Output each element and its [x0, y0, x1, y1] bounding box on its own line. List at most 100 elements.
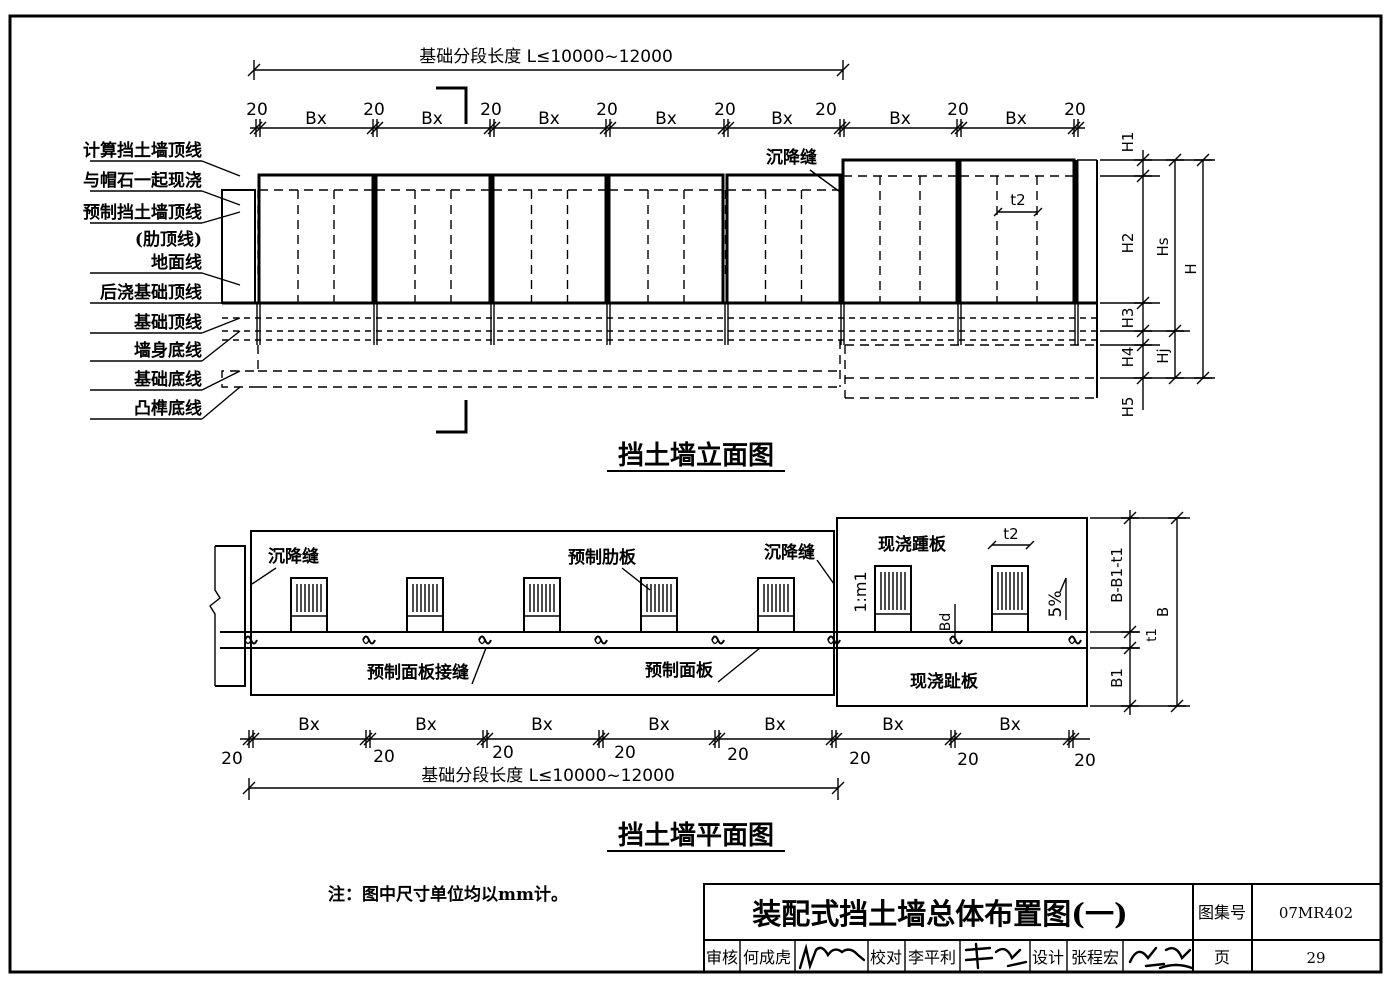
elevation-title: 挡土墙立面图 — [618, 440, 774, 471]
signature-review — [798, 943, 866, 971]
plan-gap-label: 20 — [492, 743, 514, 763]
elevation-right-dimensions: H1 H2 H3 H4 H5 Hs Hj H — [1100, 132, 1215, 418]
dim-t1: t1 — [1145, 628, 1160, 641]
plan-panel-label: Bx — [648, 715, 670, 735]
elevation-panel — [491, 173, 608, 305]
plan-right-dimensions: B-B1-t1 t1 B1 B — [1090, 510, 1190, 715]
elevation-callout-label: 与帽石一起现浇 — [83, 170, 202, 191]
elevation-panel-label: Bx — [655, 109, 677, 129]
dim-b-b1-t1: B-B1-t1 — [1108, 547, 1126, 603]
dim-b1: B1 — [1108, 668, 1126, 688]
elevation-callout-label: 凸榫底线 — [134, 398, 202, 419]
dim-hj: Hj — [1154, 348, 1172, 363]
plan-panel-label: Bx — [882, 715, 904, 735]
elevation-t2-label: t2 — [1010, 191, 1025, 209]
plan-gap-label: 20 — [1074, 751, 1096, 771]
plan-cast-toe-label: 现浇趾板 — [910, 671, 979, 692]
title-block-title: 装配式挡土墙总体布置图(一) — [752, 897, 1127, 931]
plan-gap-label: 20 — [957, 750, 979, 770]
plan-gap-label: 20 — [614, 743, 636, 763]
plan-joint-label-right: 沉降缝 — [764, 542, 815, 563]
elevation-callout-label: (肋顶线) — [135, 229, 202, 250]
elevation-callout-label: 基础底线 — [133, 369, 202, 390]
elevation-gap-label: 20 — [480, 100, 502, 120]
elevation-panel — [958, 158, 1076, 305]
dim-h3: H3 — [1119, 308, 1137, 329]
dim-h4: H4 — [1119, 347, 1137, 368]
elevation-callout-label: 墙身底线 — [134, 340, 202, 361]
plan-gap-label: 20 — [373, 747, 395, 767]
dim-h5: H5 — [1119, 397, 1137, 418]
design-label: 设计 — [1032, 948, 1064, 967]
elevation-gap-label: 20 — [363, 100, 385, 120]
dim-b: B — [1154, 607, 1172, 617]
elevation-panel-label: Bx — [421, 109, 443, 129]
elevation-gap-label: 20 — [947, 100, 969, 120]
plan-view: 沉降缝 预制肋板 沉降缝 预制面板接缝 预制面板 现浇踵板 现浇趾板 t2 1:… — [209, 510, 1190, 852]
elevation-panel — [725, 173, 842, 305]
elevation-callout-label: 基础顶线 — [133, 312, 202, 333]
dim-h2: H2 — [1119, 233, 1137, 254]
review-name: 何成虎 — [743, 948, 791, 967]
plan-rib — [991, 565, 1029, 633]
plan-rib-label: 预制肋板 — [568, 547, 637, 568]
elevation-gap-label: 20 — [815, 100, 837, 120]
plan-gap-label: 20 — [849, 749, 871, 769]
elevation-panel-label: Bx — [538, 109, 560, 129]
plan-panel-label: Bx — [415, 715, 437, 735]
elevation-gap-label: 20 — [246, 100, 268, 120]
elevation-segment-length: 基础分段长度 L≤10000~12000 — [419, 47, 673, 67]
elevation-panel — [257, 173, 375, 305]
elevation-view: 基础分段长度 L≤10000~12000 20 20 20 20 20 20 20 20 Bx B… — [83, 47, 1215, 472]
dim-h: H — [1182, 263, 1200, 274]
elevation-panel — [607, 173, 725, 305]
page-label: 页 — [1214, 948, 1230, 967]
plan-bd-label: Bd — [938, 613, 954, 632]
signature-check — [964, 942, 1028, 970]
check-name: 李平利 — [908, 948, 956, 967]
dim-hs: Hs — [1154, 237, 1172, 256]
plan-panel-label: Bx — [999, 715, 1021, 735]
plan-rib — [874, 565, 912, 633]
sheet-border — [8, 14, 1383, 974]
plan-panel-joint-label: 预制面板接缝 — [367, 662, 469, 683]
page-value: 29 — [1306, 949, 1325, 967]
plan-rib — [290, 577, 328, 633]
elevation-panel — [841, 158, 959, 305]
atlas-label: 图集号 — [1198, 903, 1246, 922]
elevation-gap-label: 20 — [714, 100, 736, 120]
plan-panel-label: Bx — [298, 715, 320, 735]
plan-panel-label: Bx — [531, 715, 553, 735]
check-label: 校对 — [870, 948, 902, 967]
title-block: 装配式挡土墙总体布置图(一) 图集号 07MR402 页 29 审核 何成虎 校… — [703, 883, 1382, 973]
plan-rib — [640, 577, 678, 633]
plan-panel-label: Bx — [764, 715, 786, 735]
elevation-callout-label: 预制挡土墙顶线 — [83, 202, 202, 223]
elevation-gap-label: 20 — [596, 100, 618, 120]
atlas-value: 07MR402 — [1279, 904, 1353, 922]
plan-joint-label-left: 沉降缝 — [268, 546, 319, 567]
elevation-panel — [374, 173, 492, 305]
elevation-gap-label: 20 — [1064, 100, 1086, 120]
elevation-callout-label: 后浇基础顶线 — [100, 282, 202, 303]
plan-gap-label: 20 — [221, 749, 243, 769]
plan-rib — [757, 577, 795, 633]
plan-segment-length: 基础分段长度 L≤10000~12000 — [421, 766, 675, 786]
elevation-panel-label: Bx — [889, 109, 911, 129]
plan-rib — [523, 577, 561, 633]
plan-cast-heel-label: 现浇踵板 — [878, 534, 947, 555]
elevation-callout-label: 计算挡土墙顶线 — [83, 140, 202, 161]
elevation-joint-label: 沉降缝 — [766, 147, 817, 168]
note-text: 注：图中尺寸单位均以mm计。 — [328, 884, 568, 905]
plan-face-panel-label: 预制面板 — [645, 660, 714, 681]
dim-h1: H1 — [1119, 132, 1137, 153]
signature-design — [1128, 946, 1194, 970]
elevation-panel-label: Bx — [771, 109, 793, 129]
plan-percent-label: 5% — [1046, 591, 1066, 618]
plan-gap-label: 20 — [727, 745, 749, 765]
design-name: 张程宏 — [1071, 948, 1119, 967]
plan-t2-label: t2 — [1003, 525, 1018, 543]
plan-slope-label: 1:m1 — [851, 571, 870, 612]
review-label: 审核 — [706, 948, 738, 967]
